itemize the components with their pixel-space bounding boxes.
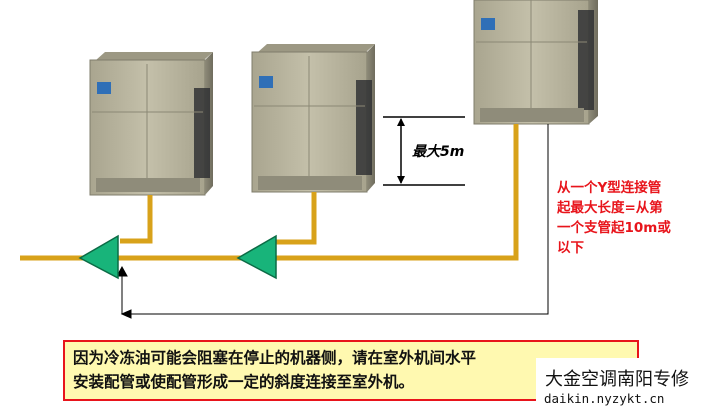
height-limit-label: 最大5m [412, 144, 465, 160]
watermark-url: daikin.nyzykt.cn [544, 391, 665, 406]
branch-length-note: 从一个Y型连接管 起最大长度=从第 一个支管起10m或 以下 [557, 178, 704, 258]
height-dimension [383, 116, 465, 186]
outdoor-unit-3 [473, 0, 598, 125]
y-branch-joint-2 [236, 234, 277, 280]
watermark-panel [536, 358, 704, 411]
daikin-logo-icon [259, 76, 273, 88]
installation-note-line: 安装配管或使配管形成一定的斜度连接至室外机。 [73, 373, 415, 391]
branch-length-note-line: 以下 [557, 240, 584, 256]
branch-length-note-line: 一个支管起10m或 [557, 220, 671, 236]
oil-return-line [116, 124, 549, 319]
outdoor-unit-1 [89, 52, 213, 196]
daikin-logo-icon [481, 18, 495, 30]
branch-length-note-line: 起最大长度=从第 [557, 200, 663, 216]
watermark-title: 大金空调南阳专修 [545, 369, 689, 390]
branch-length-note-line: 从一个Y型连接管 [557, 180, 662, 196]
outdoor-unit-2 [251, 44, 375, 193]
daikin-logo-icon [97, 82, 111, 94]
y-branch-joint-1 [78, 234, 119, 280]
installation-note-line: 因为冷冻油可能会阻塞在停止的机器侧，请在室外机间水平 [73, 349, 477, 367]
